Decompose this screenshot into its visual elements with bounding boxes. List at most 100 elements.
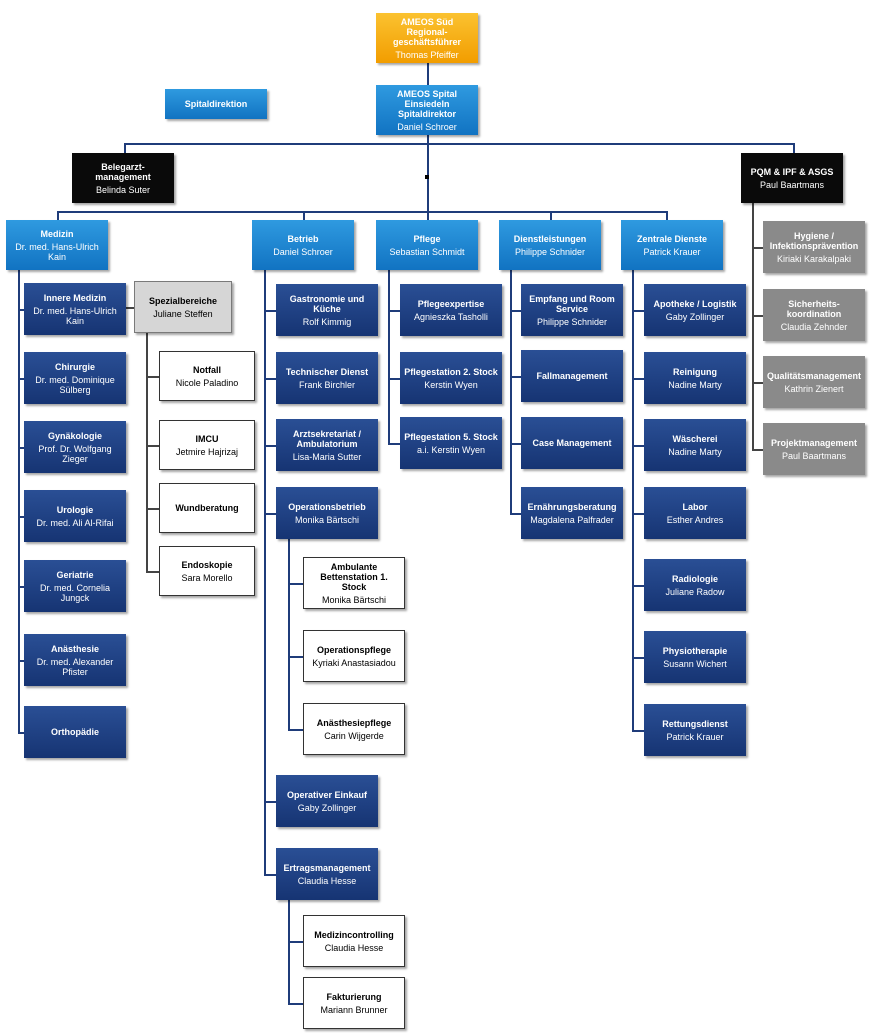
- org-box-title: Medizin: [40, 228, 74, 239]
- org-box-title: IMCU: [195, 433, 219, 444]
- org-box-title: Operativer Einkauf: [286, 789, 368, 800]
- org-box-person: Philippe Schnider: [536, 316, 608, 327]
- org-box-title: Spezialbereiche: [148, 295, 218, 306]
- org-box-title: Reinigung: [673, 366, 717, 377]
- connector-line: [752, 247, 763, 249]
- org-box-person: Claudia Hesse: [297, 875, 357, 886]
- connector-line: [124, 143, 126, 153]
- org-box-title: Qualitätsmanagement: [766, 370, 862, 381]
- org-box-person: Belinda Suter: [95, 184, 151, 195]
- org-box-title: Wundberatung: [175, 503, 239, 513]
- org-box-title: Technischer Dienst: [285, 366, 369, 377]
- connector-line: [264, 445, 276, 447]
- connector-line: [632, 513, 644, 515]
- org-box-title: Belegarzt-management: [95, 161, 151, 182]
- connector-line: [752, 203, 754, 449]
- org-box-title: Notfall: [193, 364, 221, 375]
- connector-line: [793, 143, 795, 153]
- org-box-title: Ernährungsberatung: [527, 501, 617, 512]
- org-box-title: Endoskopie: [181, 559, 233, 570]
- org-box-title: Geriatrie: [56, 569, 94, 580]
- connector-line: [264, 874, 276, 876]
- connector-line: [427, 63, 429, 85]
- org-box-title: Apotheke / Logistik: [653, 298, 737, 309]
- org-box-person: Kyriaki Anastasiadou: [312, 657, 396, 668]
- connector-line: [146, 508, 159, 510]
- connector-line: [288, 539, 290, 729]
- connector-line: [550, 211, 552, 220]
- connector-line: [288, 583, 303, 585]
- connector-line: [57, 211, 59, 220]
- org-box-person: Monika Bärtschi: [294, 514, 360, 525]
- connector-line: [632, 378, 644, 380]
- org-box-case-management: Case Management: [521, 417, 623, 469]
- org-box-wundberatung: Wundberatung: [159, 483, 255, 533]
- org-box-person: Nadine Marty: [668, 379, 722, 390]
- org-box-title: Pflegeexpertise: [417, 298, 485, 309]
- org-box-person: Daniel Schroer: [273, 246, 333, 257]
- connector-line: [288, 1003, 303, 1005]
- connector-line: [146, 333, 148, 571]
- connector-line: [18, 309, 24, 311]
- org-box-person: Susann Wichert: [663, 658, 727, 669]
- connector-line: [388, 378, 400, 380]
- org-box-orthopaedie: Orthopädie: [24, 706, 126, 758]
- org-box-person: a.i. Kerstin Wyen: [417, 444, 485, 455]
- org-box-title: Fallmanagement: [536, 371, 608, 381]
- connector-line: [146, 445, 159, 447]
- connector-line: [264, 513, 276, 515]
- org-box-person: Nadine Marty: [668, 446, 722, 457]
- org-box-title: Fakturierung: [326, 991, 382, 1002]
- org-box-person: Patrick Krauer: [666, 731, 724, 742]
- connector-line: [388, 270, 390, 443]
- connector-line: [146, 376, 159, 378]
- org-box-title: Urologie: [56, 504, 94, 515]
- connector-line: [303, 211, 305, 220]
- org-box-spitaldirektion: Spitaldirektion: [165, 89, 267, 119]
- connector-line: [752, 382, 763, 384]
- org-box-person: Philippe Schnider: [514, 246, 586, 257]
- org-box-title: Medizincontrolling: [314, 929, 394, 940]
- connector-line: [264, 270, 266, 874]
- org-box-title: Projektmanagement: [770, 437, 858, 448]
- connector-line: [510, 443, 521, 445]
- connector-line: [666, 211, 668, 220]
- org-box-person: Claudia Hesse: [324, 942, 384, 953]
- org-box-title: PQM & IPF & ASGS: [750, 166, 834, 177]
- connector-line: [264, 310, 276, 312]
- org-box-title: Hygiene /Infektionsprävention: [769, 230, 859, 251]
- connector-line: [427, 135, 429, 211]
- org-box-title: Physiotherapie: [662, 645, 728, 656]
- org-box-title: Anästhesie: [50, 643, 100, 654]
- org-box-title: Zentrale Dienste: [636, 233, 708, 244]
- org-box-title: Wäscherei: [672, 433, 718, 444]
- org-box-title: Operationsbetrieb: [288, 501, 366, 512]
